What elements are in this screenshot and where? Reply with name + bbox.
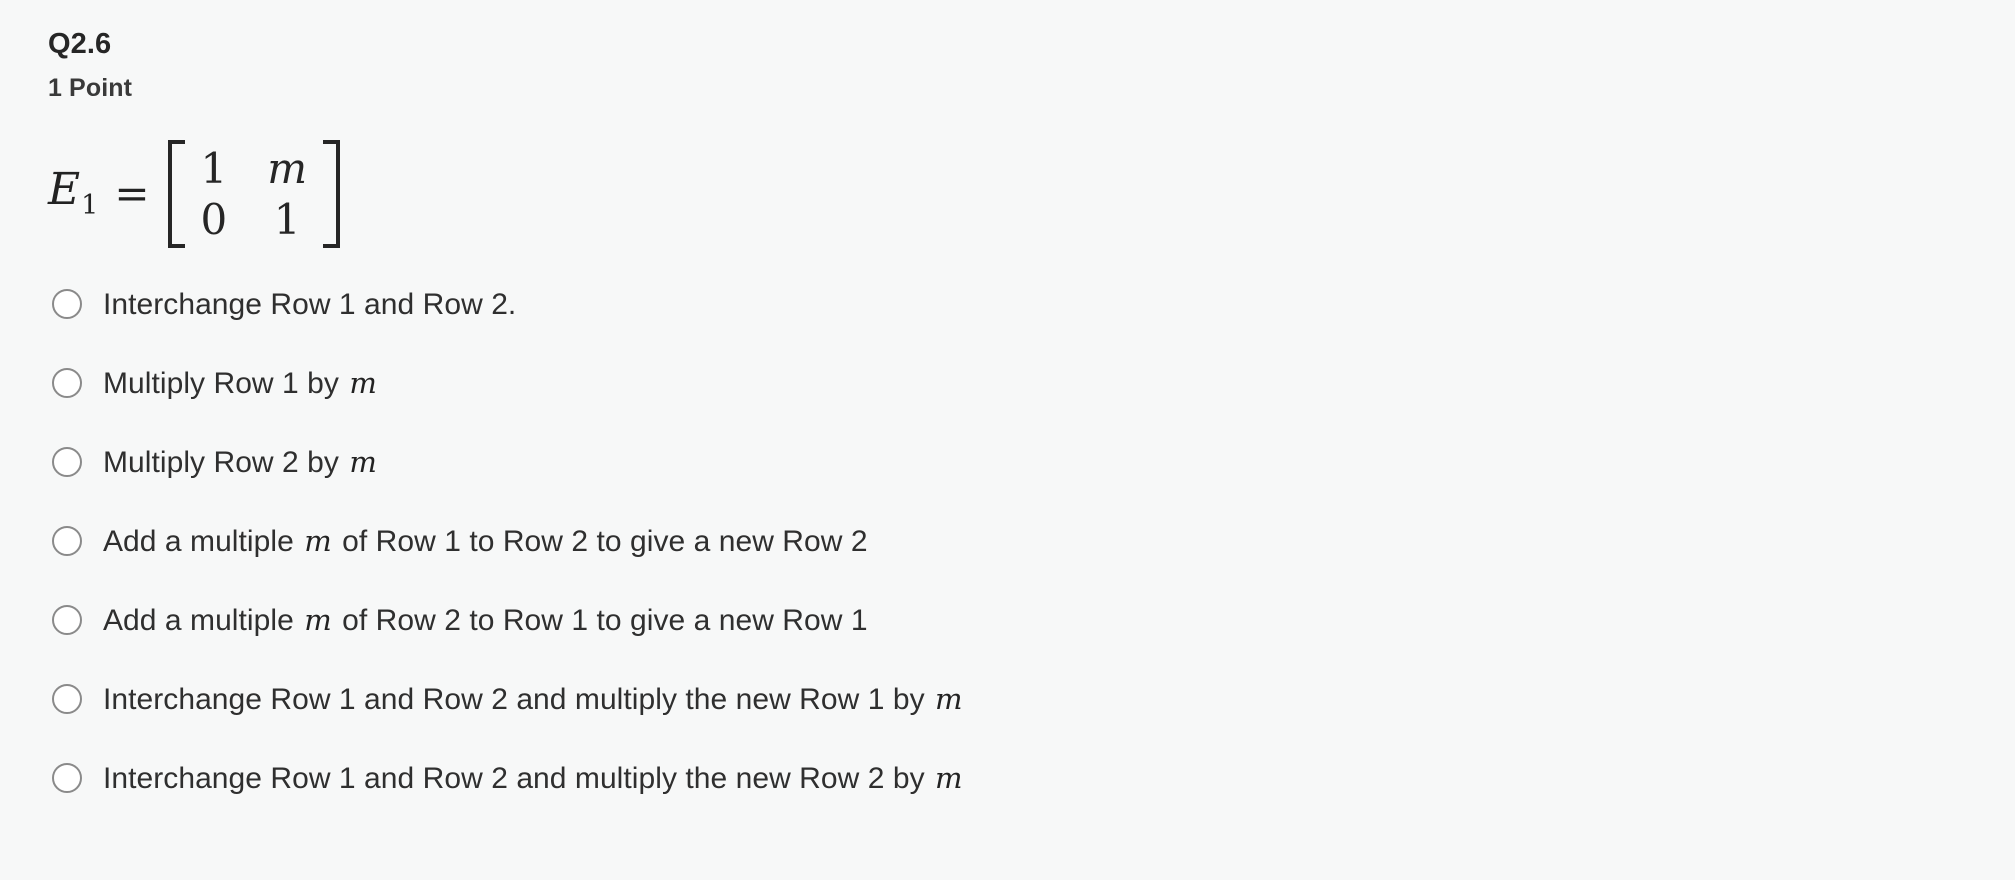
math-variable: m	[349, 444, 377, 479]
answer-option-label-1: Interchange Row 1 and Row 2.	[103, 286, 516, 324]
option-text-segment: Multiply Row 1 by	[103, 366, 348, 400]
answer-option-label-7: Interchange Row 1 and Row 2 and multiply…	[103, 760, 965, 798]
math-variable: m	[935, 760, 963, 795]
option-text-segment: Interchange Row 1 and Row 2 and multiply…	[103, 682, 934, 716]
math-variable: m	[304, 602, 332, 637]
matrix-body: 1 m 0 1	[185, 140, 324, 248]
option-text-segment: Add a multiple	[103, 524, 303, 558]
question-title: Q2.6	[48, 28, 112, 60]
radio-button-4[interactable]	[52, 526, 82, 557]
radio-button-7[interactable]	[52, 763, 82, 794]
answer-option-3[interactable]: Multiply Row 2 by m	[48, 423, 2015, 502]
option-text-segment: Interchange Row 1 and Row 2.	[103, 287, 517, 321]
matrix-cell-r2c2: 1	[273, 195, 301, 245]
answer-option-1[interactable]: Interchange Row 1 and Row 2.	[48, 265, 2015, 344]
question-points: 1 Point	[48, 74, 133, 103]
answer-option-label-6: Interchange Row 1 and Row 2 and multiply…	[103, 681, 965, 719]
answer-option-label-5: Add a multiple m of Row 2 to Row 1 to gi…	[103, 602, 868, 640]
question-header: Q2.6 1 Point	[48, 26, 2015, 105]
answer-options-list: Interchange Row 1 and Row 2. Multiply Row…	[48, 265, 2015, 818]
math-variable: m	[349, 365, 377, 400]
math-variable: m	[935, 681, 963, 716]
answer-option-2[interactable]: Multiply Row 1 by m	[48, 344, 2015, 423]
option-text-segment: Add a multiple	[103, 603, 303, 637]
radio-button-3[interactable]	[52, 447, 82, 478]
matrix-formula: E1 = 1 m 0 1	[48, 135, 2015, 253]
answer-option-4[interactable]: Add a multiple m of Row 1 to Row 2 to gi…	[48, 502, 2015, 581]
matrix-right-bracket	[323, 139, 341, 248]
radio-button-5[interactable]	[52, 605, 82, 636]
option-text-segment: of Row 1 to Row 2 to give a new Row 2	[333, 524, 868, 558]
option-text-segment: Multiply Row 2 by	[103, 445, 348, 479]
option-text-segment: of Row 2 to Row 1 to give a new Row 1	[333, 603, 868, 637]
answer-option-7[interactable]: Interchange Row 1 and Row 2 and multiply…	[48, 739, 2015, 818]
matrix-left-bracket	[167, 139, 185, 248]
radio-button-2[interactable]	[52, 368, 82, 399]
answer-option-6[interactable]: Interchange Row 1 and Row 2 and multiply…	[48, 660, 2015, 739]
answer-option-label-3: Multiply Row 2 by m	[103, 444, 379, 482]
formula-variable-letter: E	[48, 164, 81, 216]
radio-button-1[interactable]	[52, 289, 82, 320]
formula-variable: E1	[48, 168, 100, 219]
option-text-segment: Interchange Row 1 and Row 2 and multiply…	[103, 761, 934, 795]
answer-option-label-2: Multiply Row 1 by m	[103, 365, 379, 403]
answer-option-5[interactable]: Add a multiple m of Row 2 to Row 1 to gi…	[48, 581, 2015, 660]
matrix: 1 m 0 1	[167, 139, 341, 248]
math-variable: m	[304, 523, 332, 558]
formula-equals-sign: =	[114, 168, 150, 218]
matrix-cell-r1c2: m	[267, 143, 308, 193]
matrix-cell-r2c1: 0	[200, 195, 228, 245]
matrix-cell-r1c1: 1	[200, 143, 228, 193]
answer-option-label-4: Add a multiple m of Row 1 to Row 2 to gi…	[103, 523, 868, 561]
radio-button-6[interactable]	[52, 684, 82, 715]
formula-variable-subscript: 1	[81, 190, 99, 222]
